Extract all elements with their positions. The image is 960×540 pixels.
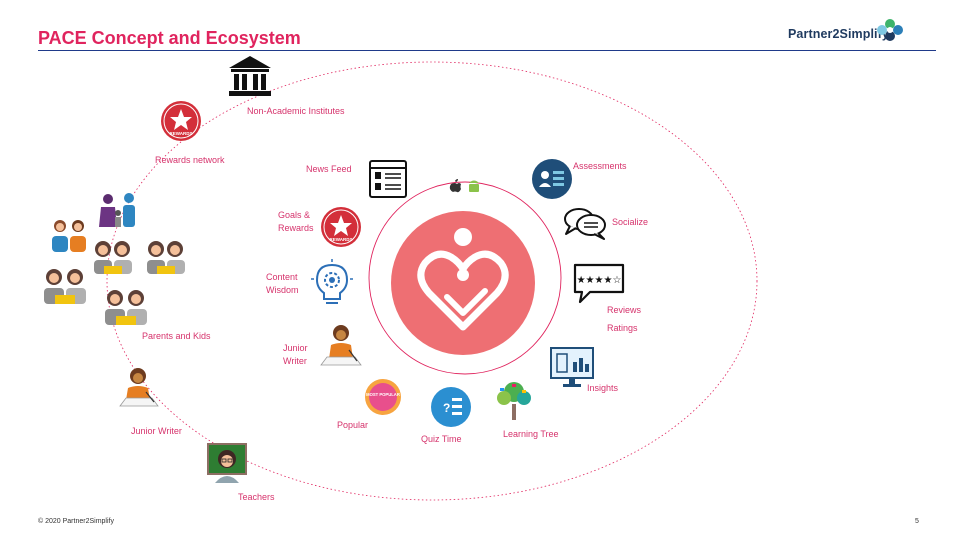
label-junior-writer-outer: Junior Writer [131,426,182,436]
reviews-speech-bubble-icon: ★★★★☆ [573,263,625,304]
logo-text: Partner2Simplify [788,27,889,41]
label-junior-line1: Junior [283,343,308,353]
parent-kids-icon [44,269,86,304]
parent-kids-icon [147,241,185,274]
label-news-feed: News Feed [306,164,352,174]
rewards-badge-text: REWARDS [169,131,192,136]
label-content-line2: Wisdom [266,285,299,295]
assessments-icon [532,159,572,199]
label-reviews: Reviews [607,305,642,315]
page-title: PACE Concept and Ecosystem [38,28,301,48]
most-popular-badge-text: MOST POPULAR [366,392,400,397]
family-icon [99,193,135,227]
label-quiz-time: Quiz Time [421,434,462,444]
socialize-chat-icon [564,208,606,240]
label-ratings: Ratings [607,323,638,333]
learning-tree-icon [497,382,531,420]
parent-kids-icon [105,290,147,325]
insights-monitor-icon [550,347,594,387]
label-learning-tree: Learning Tree [503,429,559,439]
label-non-academic: Non-Academic Institutes [247,106,345,116]
label-parents-kids: Parents and Kids [142,331,211,341]
news-feed-icon [369,160,407,198]
label-insights: Insights [587,383,619,393]
parent-kids-icon [94,241,132,274]
svg-text:★★★★☆: ★★★★☆ [577,275,622,286]
label-teachers: Teachers [238,492,275,502]
junior-writer-icon [119,368,159,407]
label-goals-line1: Goals & [278,210,311,220]
quiz-icon: ? [431,387,471,427]
parent-kids-icon [52,220,86,252]
rewards-badge-text: REWARDS [329,237,352,242]
footer-copyright: © 2020 Partner2Simplify [38,518,114,525]
junior-writer-icon [320,325,362,366]
label-goals-line2: Rewards [278,223,314,233]
label-junior-line2: Writer [283,356,307,366]
lightbulb-gear-icon [311,259,353,304]
pace-heart-logo-icon [391,211,535,355]
institute-building-icon [229,56,271,96]
most-popular-badge-icon: MOST POPULAR [365,379,401,415]
goals-rewards-icon: REWARDS [321,207,361,247]
logo-flower-icon [877,19,903,41]
label-socialize: Socialize [612,217,649,227]
svg-text:?: ? [443,401,450,415]
label-popular: Popular [337,420,369,430]
teacher-icon [207,443,247,483]
label-content-line1: Content [266,272,298,282]
label-rewards-network: Rewards network [155,155,225,165]
apple-android-icon [449,179,479,193]
title-divider [38,50,936,51]
page-number: 5 [915,518,919,525]
rewards-network-icon: REWARDS [161,101,201,141]
label-assessments: Assessments [573,161,627,171]
partner2simplify-logo: Partner2Simplify [788,18,938,48]
